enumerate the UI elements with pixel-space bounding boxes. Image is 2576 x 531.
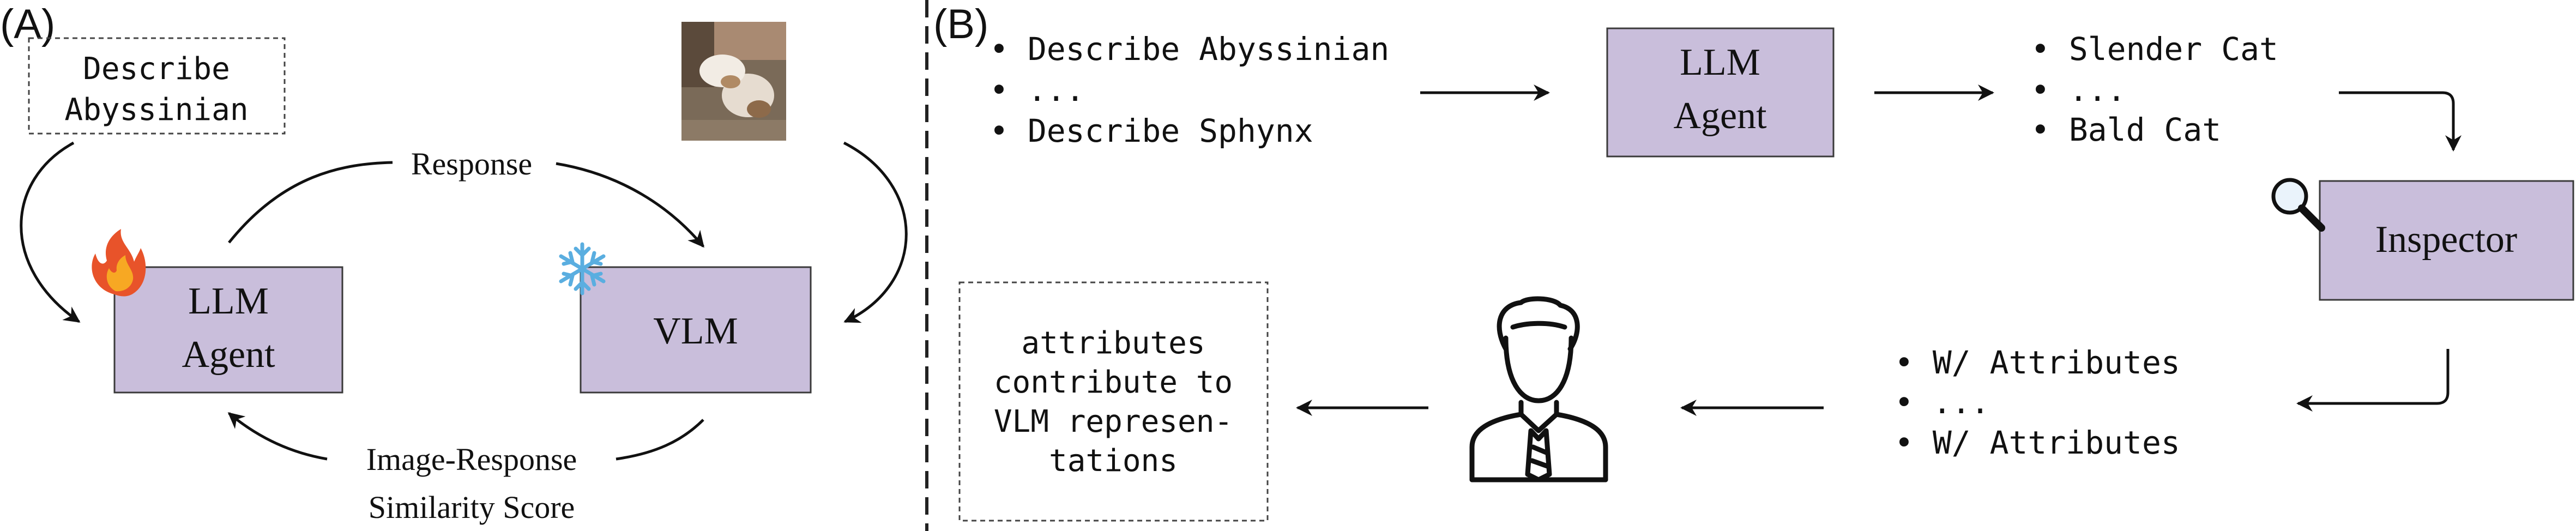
vlm-box (580, 266, 812, 394)
prompt-arrow (20, 141, 81, 323)
attribute-item-2: • ... (1895, 384, 1990, 421)
output-item-3: • Bald Cat (2031, 111, 2221, 148)
llm-agent-a-line-1: LLM (188, 280, 269, 322)
score-line-1: Image-Response (366, 442, 577, 477)
response-arrow (228, 161, 393, 244)
arrow-inspector-to-attributes (2296, 349, 2450, 412)
prompt-line-2: Abyssinian (64, 92, 248, 128)
image-arrow (843, 141, 908, 323)
result-line-4: tations (1049, 443, 1178, 479)
llm-agent-box-a (113, 266, 343, 394)
attribute-item-1: • W/ Attributes (1895, 344, 2180, 381)
result-line-1: attributes (1021, 325, 1205, 361)
result-line-2: contribute to (994, 365, 1233, 400)
prompt-item-1: • Describe Abyssinian (990, 31, 1389, 68)
response-label: Response (411, 146, 532, 182)
magnifier-icon (2271, 178, 2325, 232)
person-icon (1469, 296, 1608, 482)
inspector-box (2319, 180, 2574, 301)
panel-b-label: (B) (933, 1, 988, 47)
vlm-label: VLM (653, 310, 738, 352)
panel-a-label: (A) (0, 1, 55, 47)
prompt-item-3: • Describe Sphynx (990, 112, 1313, 149)
response-arrow-2 (556, 162, 704, 248)
output-item-1: • Slender Cat (2031, 31, 2278, 68)
prompt-line-1: Describe (83, 51, 230, 87)
attribute-item-3: • W/ Attributes (1895, 424, 2180, 461)
llm-agent-a-line-2: Agent (182, 334, 275, 376)
prompt-box (28, 37, 286, 135)
llm-agent-b-line-2: Agent (1673, 95, 1767, 137)
result-line-3: VLM represen- (994, 404, 1233, 439)
cat-photo (681, 22, 786, 141)
llm-agent-b-line-1: LLM (1680, 41, 1760, 83)
arrow-outputs-to-inspector (2339, 91, 2462, 152)
fire-icon (92, 229, 146, 297)
llm-agent-box-b (1606, 27, 1835, 158)
snowflake-icon (559, 242, 606, 295)
score-arrow (616, 419, 704, 461)
inspector-label: Inspector (2375, 219, 2517, 261)
prompt-item-2: • ... (990, 71, 1085, 108)
score-line-2: Similarity Score (369, 490, 575, 525)
score-arrow-2 (227, 412, 328, 461)
result-box (958, 281, 1269, 522)
output-item-2: • ... (2031, 71, 2126, 108)
